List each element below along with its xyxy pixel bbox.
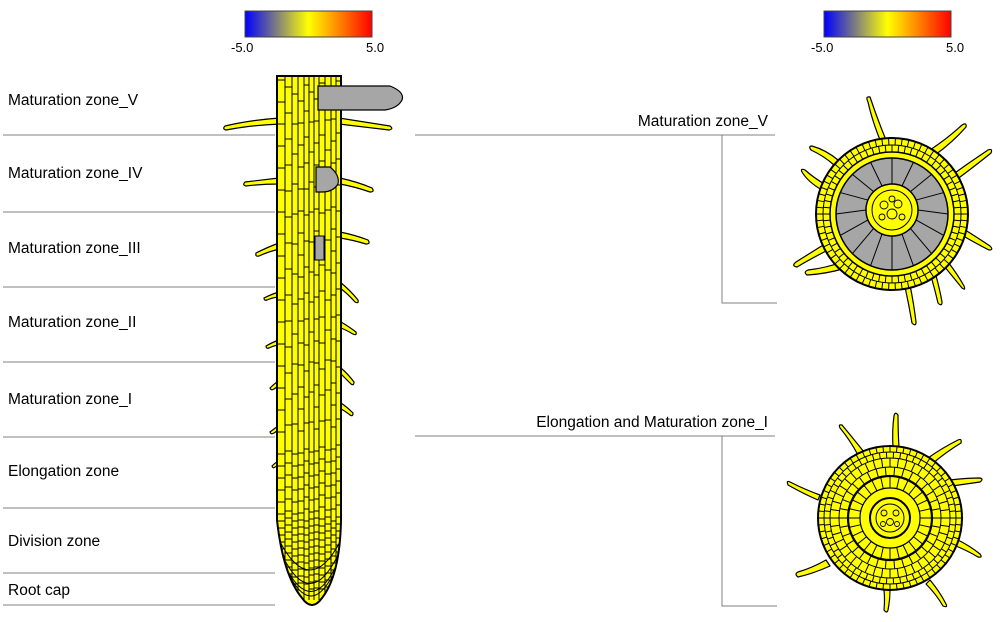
colorbar-left-max-label: 5.0 bbox=[366, 40, 385, 55]
zone-separators bbox=[3, 134, 275, 606]
zone-label-maturation-i: Maturation zone_I bbox=[8, 391, 133, 408]
cross-section-elongation-maturation-i bbox=[786, 412, 983, 613]
colorbar-right bbox=[823, 10, 952, 38]
zone-label-maturation-v: Maturation zone_V bbox=[8, 92, 139, 109]
cross-section-label-maturation-v: Maturation zone_V bbox=[637, 113, 768, 130]
cross-section-maturation-v bbox=[793, 96, 993, 326]
cross-section-label-elongation-maturation-i: Elongation and Maturation zone_I bbox=[536, 414, 768, 431]
colorbar-right-max-label: 5.0 bbox=[946, 40, 965, 55]
grey-cell-iv bbox=[315, 166, 339, 193]
colorbar-left bbox=[244, 10, 373, 38]
colorbar-left-min-label: -5.0 bbox=[231, 40, 254, 55]
grey-root-hair-cell bbox=[317, 85, 404, 111]
colorbar-right-min-label: -5.0 bbox=[811, 40, 834, 55]
zone-label-elongation: Elongation zone bbox=[8, 463, 120, 480]
zone-label-division: Division zone bbox=[8, 533, 101, 550]
root-longitudinal bbox=[276, 75, 404, 606]
connector-lines bbox=[415, 134, 777, 607]
zone-label-maturation-iii: Maturation zone_III bbox=[8, 240, 141, 257]
zone-label-maturation-iv: Maturation zone_IV bbox=[8, 165, 143, 182]
zone-label-root-cap: Root cap bbox=[8, 582, 71, 599]
zone-label-maturation-ii: Maturation zone_II bbox=[8, 314, 137, 331]
grey-cell-iii bbox=[314, 235, 325, 261]
